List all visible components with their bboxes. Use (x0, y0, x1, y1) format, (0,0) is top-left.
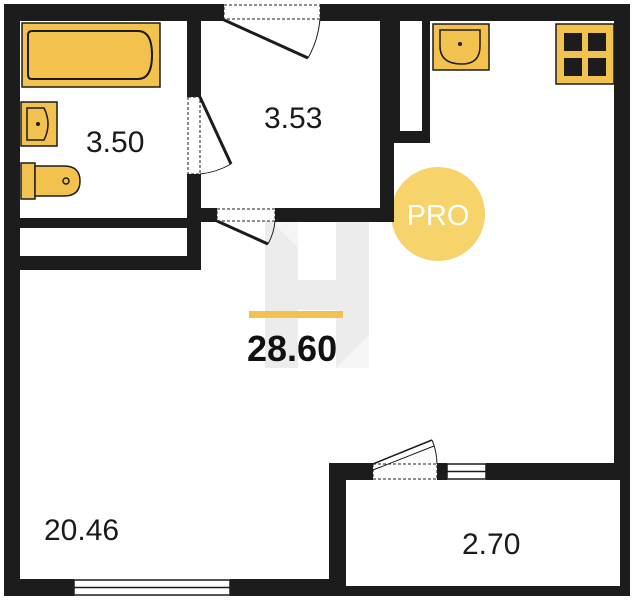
door-entrance-leaf (221, 17, 309, 60)
door-icon (187, 4, 438, 480)
wall-bath-right-upper (187, 4, 201, 97)
wall-right (614, 4, 630, 474)
sink-icon (20, 101, 58, 147)
door-room-swing (267, 220, 276, 245)
balcony-wall-top-right (486, 463, 630, 480)
door-room-leaf (216, 219, 269, 246)
wall-top-left (4, 4, 224, 21)
wall-bottom-left (4, 579, 74, 596)
kitchen-sink-icon (432, 23, 490, 71)
balcony-outer-frame (346, 586, 630, 596)
kitchen-pillar-inner (400, 21, 422, 131)
door-room-frame (216, 208, 276, 222)
door-bath-swing (199, 163, 232, 175)
wall-hall-right (380, 4, 394, 222)
hallway-area-label: 3.53 (264, 102, 323, 135)
door-entrance-swing (307, 18, 321, 59)
door-bath-leaf (198, 96, 233, 165)
pro-badge: PRO (391, 167, 485, 261)
walls (4, 4, 630, 596)
wall-bottom-mid (230, 579, 346, 596)
pro-badge-text: PRO (407, 200, 470, 232)
wall-corridor-bottom (20, 256, 201, 270)
toilet-icon (20, 162, 81, 200)
door-entrance-frame (223, 4, 321, 20)
wall-hall-bottom (275, 208, 394, 222)
door-balcony-swing (431, 439, 438, 465)
door-bath-frame (187, 96, 201, 175)
balcony-area-label: 2.70 (462, 528, 521, 561)
stove-icon (555, 23, 615, 85)
main-room-area-label: 20.46 (44, 514, 120, 547)
wall-top-right (320, 4, 630, 21)
bathtub-icon (21, 22, 161, 88)
wall-bath-bottom (20, 218, 201, 228)
watermark-logo (265, 215, 369, 368)
balcony-outer-right (620, 474, 630, 596)
door-balcony-frame (372, 463, 438, 480)
wall-hall-door-stub (201, 208, 217, 222)
wall-left (4, 4, 20, 596)
door-balcony-leaf (372, 439, 433, 465)
balcony-wall-left (329, 463, 346, 596)
total-accent-line (249, 311, 343, 318)
window-icon (73, 463, 487, 596)
corridor-wall-inner (20, 228, 187, 256)
balcony-wall-mid-pillar (437, 463, 447, 480)
bathroom-area-label: 3.50 (86, 126, 145, 159)
door-balcony-leaf-2 (372, 445, 435, 471)
total-area-label: 28.60 (247, 328, 338, 369)
